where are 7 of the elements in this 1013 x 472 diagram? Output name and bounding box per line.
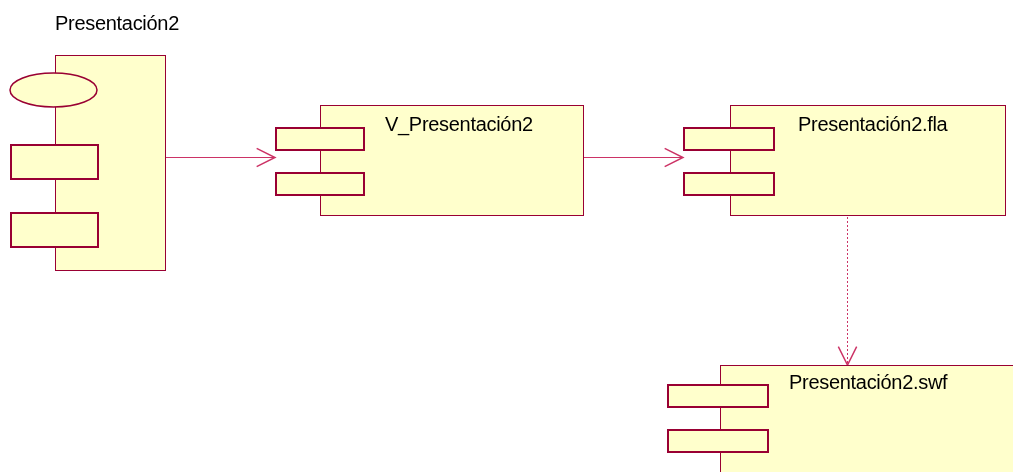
component-title: Presentación2 xyxy=(55,12,179,35)
dependency-arrow xyxy=(837,216,858,366)
arrow xyxy=(582,147,684,168)
arrow xyxy=(164,147,276,168)
component-name: Presentación2.fla xyxy=(798,113,948,136)
component-name: V_Presentación2 xyxy=(385,113,533,136)
component-name: Presentación2.swf xyxy=(789,371,948,394)
